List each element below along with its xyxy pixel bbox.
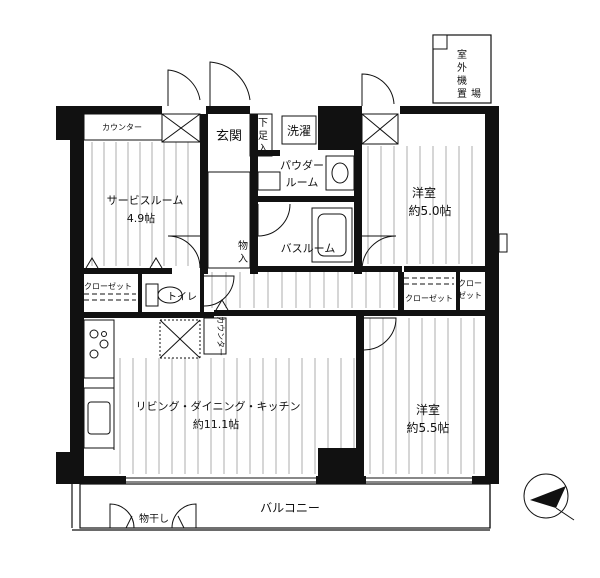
outdoor-unit-char-5: 場 xyxy=(471,87,481,100)
flooring xyxy=(91,142,475,474)
western-room-2-size: 約5.5帖 xyxy=(406,420,449,435)
shoe-cabinet-char-3: 入 xyxy=(258,144,268,155)
counter-label-top: カウンター xyxy=(102,123,142,132)
western-room-1-size: 約5.0帖 xyxy=(408,203,451,218)
washer-name: 洗濯 xyxy=(287,124,311,138)
shoe-cabinet-char-2: 足 xyxy=(258,130,268,142)
storage-char-1: 物 xyxy=(238,239,248,252)
bathroom-name: バスルーム xyxy=(281,242,336,255)
closet-label-right: クローゼット xyxy=(405,293,453,303)
interior-walls xyxy=(84,114,485,480)
shoe-cabinet-char-1: 下 xyxy=(258,118,268,129)
doors xyxy=(85,61,397,529)
counter-label-kitchen: カウンター xyxy=(216,316,225,356)
entrance-name: 玄関 xyxy=(216,129,242,144)
balcony-name: バルコニー xyxy=(260,501,320,515)
toilet-name: トイレ xyxy=(167,292,197,303)
closet-small-label-2: ゼット xyxy=(458,290,482,300)
storage-char-2: 入 xyxy=(238,254,248,265)
outdoor-unit-box xyxy=(432,34,448,50)
western-room-1-name: 洋室 xyxy=(412,185,436,200)
ldk-name: リビング・ダイニング・キッチン xyxy=(136,399,301,413)
ldk-size: 約11.1帖 xyxy=(193,417,240,431)
closet-small-label-1: クロー xyxy=(458,279,482,288)
closet-label-left: クローゼット xyxy=(84,281,132,291)
powder-room-line2: ルーム xyxy=(286,176,319,189)
outdoor-unit-char-3: 機 xyxy=(457,74,467,87)
north-arrow-icon xyxy=(523,473,575,521)
service-room-size: 4.9帖 xyxy=(127,212,156,225)
outdoor-unit-char-4: 置 xyxy=(457,88,467,100)
outdoor-unit-char-1: 室 xyxy=(457,48,467,61)
powder-room-line1: パウダー xyxy=(280,158,324,172)
western-room-2-name: 洋室 xyxy=(416,402,440,417)
clothes-drying-label: 物干し xyxy=(139,512,169,525)
fixtures xyxy=(83,113,508,529)
outdoor-unit-char-2: 外 xyxy=(457,62,467,74)
service-room-name: サービスルーム xyxy=(107,194,184,207)
outdoor-unit-area xyxy=(432,34,492,104)
windows xyxy=(75,120,496,483)
